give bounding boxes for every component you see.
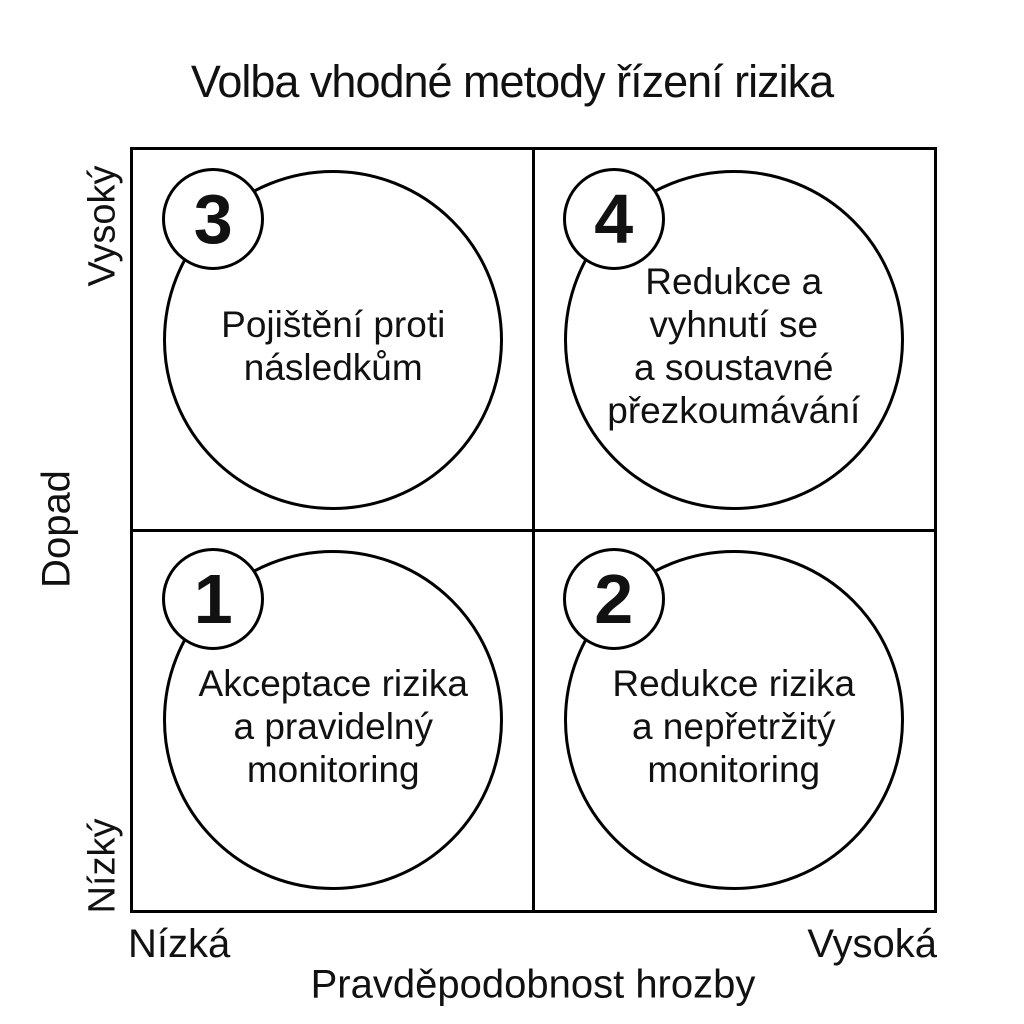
- quadrant-4-number-badge: 4: [562, 168, 665, 270]
- quadrant-4-line: Redukce a: [645, 261, 823, 302]
- figure-title: Volba vhodné metody řízení rizika: [190, 56, 834, 107]
- quadrant-2-line: a nepřetržitý: [631, 705, 836, 747]
- quadrant-4-line: a soustavné: [633, 347, 834, 388]
- quadrant-3: Pojištění proti následkům 3: [133, 150, 534, 530]
- quadrant-1: Akceptace rizika a pravidelný monitoring…: [133, 530, 534, 910]
- quadrant-3-line: následkům: [243, 347, 423, 388]
- quadrant-1-line: a pravidelný: [233, 705, 433, 747]
- quadrant-2-number-badge: 2: [562, 548, 665, 650]
- x-axis-high-label: Vysoká: [807, 922, 937, 966]
- quadrant-4-number: 4: [594, 180, 634, 258]
- y-axis-low-label: Nízký: [81, 818, 124, 914]
- quadrant-3-number: 3: [193, 180, 233, 258]
- quadrant-1-label: Akceptace rizika a pravidelný monitoring: [199, 662, 468, 791]
- quadrant-2-line: Redukce rizika: [612, 662, 856, 704]
- matrix-horizontal-divider: [133, 528, 934, 532]
- y-axis-title: Dopad: [34, 470, 79, 588]
- quadrant-2: Redukce rizika a nepřetržitý monitoring …: [534, 530, 935, 910]
- x-axis-title: Pravděpodobnost hrozby: [310, 962, 756, 1007]
- quadrant-3-label: Pojištění proti následkům: [221, 303, 445, 389]
- quadrant-2-number: 2: [594, 560, 634, 638]
- quadrant-2-label: Redukce rizika a nepřetržitý monitoring: [612, 662, 855, 791]
- quadrant-3-number-badge: 3: [162, 168, 265, 270]
- matrix-grid: Pojištění proti následkům 3 Redukce a vy…: [130, 147, 937, 913]
- x-axis-low-label: Nízká: [128, 922, 231, 966]
- quadrant-1-line: monitoring: [246, 748, 420, 790]
- quadrant-4-line: vyhnutí se: [649, 304, 819, 345]
- quadrant-4: Redukce a vyhnutí se a soustavné přezkou…: [534, 150, 935, 530]
- quadrant-4-line: přezkoumávání: [607, 390, 861, 431]
- quadrant-1-number-badge: 1: [162, 548, 265, 650]
- quadrant-3-line: Pojištění proti: [221, 304, 446, 345]
- y-axis-high-label: Vysoký: [81, 165, 124, 287]
- quadrant-1-number: 1: [193, 560, 233, 638]
- quadrant-1-line: Akceptace rizika: [198, 662, 468, 704]
- quadrant-4-label: Redukce a vyhnutí se a soustavné přezkou…: [607, 260, 860, 432]
- quadrant-2-line: monitoring: [647, 748, 821, 790]
